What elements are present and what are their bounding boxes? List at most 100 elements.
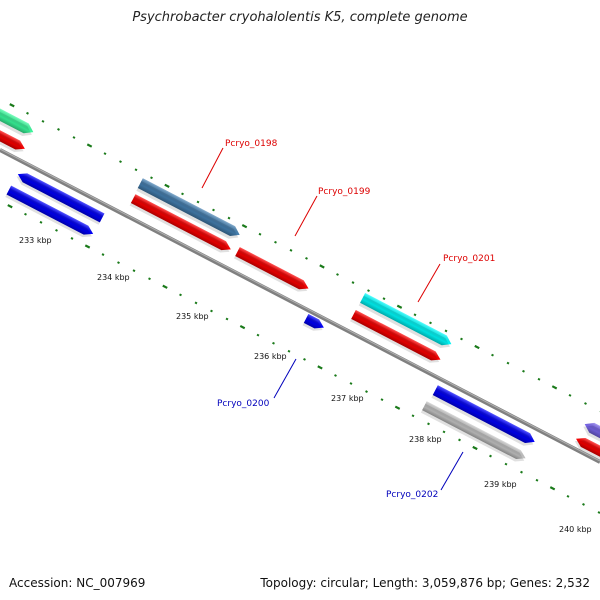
tick-mark — [551, 385, 558, 390]
tick-mark — [210, 309, 213, 313]
tick-mark — [413, 313, 417, 317]
genome-backbone — [0, 148, 600, 464]
gene-arrow-pcryo-0200[interactable] — [302, 313, 327, 335]
tick-label: 239 kbp — [484, 480, 517, 489]
tick-mark — [396, 304, 403, 309]
tick-label: 233 kbp — [19, 236, 52, 245]
tick-label: 236 kbp — [254, 352, 287, 361]
tick-label: 235 kbp — [176, 312, 209, 321]
tick-mark — [196, 200, 200, 204]
tick-mark — [225, 317, 229, 321]
tick-mark — [212, 208, 215, 212]
gene-label-pcryo-0200[interactable]: Pcryo_0200 — [217, 399, 270, 409]
tick-mark — [566, 494, 570, 498]
tick-mark — [522, 369, 525, 373]
tick-mark — [365, 390, 368, 393]
gene-arrow-pcryo-0201[interactable] — [358, 293, 454, 352]
feature-arrow[interactable] — [14, 170, 105, 225]
tick-mark — [117, 261, 120, 265]
tick-mark — [584, 402, 587, 405]
genome-backbone-highlight — [0, 148, 600, 462]
tick-mark — [41, 119, 45, 123]
feature-arrow[interactable] — [0, 105, 36, 140]
tick-mark — [491, 353, 494, 357]
tick-mark — [351, 281, 355, 284]
tick-mark — [535, 478, 539, 482]
tick-mark — [287, 349, 291, 353]
tick-mark — [568, 394, 572, 397]
feature-arrow[interactable] — [431, 385, 537, 449]
tick-mark — [241, 224, 248, 229]
tick-label: 240 kbp — [559, 525, 592, 534]
tick-mark — [72, 136, 76, 139]
tick-mark — [549, 486, 556, 491]
tick-mark — [460, 337, 463, 341]
feature-arrow[interactable] — [129, 194, 233, 256]
tick-mark — [150, 176, 153, 180]
tick-mark — [474, 344, 480, 350]
feature-arrow[interactable] — [5, 185, 95, 241]
tick-mark — [272, 341, 275, 345]
tick-mark — [319, 264, 325, 269]
tick-mark — [103, 152, 107, 155]
tick-mark — [227, 216, 231, 220]
tick-mark — [303, 357, 306, 361]
gene-arrow-pcryo-0199[interactable] — [233, 247, 311, 295]
tick-mark — [101, 253, 105, 256]
tick-mark — [239, 324, 246, 330]
gene-arrow-pcryo-0198[interactable] — [136, 178, 242, 242]
tick-mark — [7, 204, 13, 209]
map-title: Psychrobacter cryohalolentis K5, complet… — [132, 10, 468, 25]
tick-mark — [57, 128, 60, 131]
gene-label-pcryo-0202[interactable]: Pcryo_0202 — [386, 490, 438, 500]
gene-label-pcryo-0199[interactable]: Pcryo_0199 — [318, 187, 371, 197]
inner-tick-ring — [7, 204, 600, 514]
genome-summary-text: Topology: circular; Length: 3,059,876 bp… — [260, 576, 590, 590]
tick-mark — [520, 470, 523, 474]
tick-mark — [305, 256, 308, 260]
tick-mark — [70, 237, 74, 240]
tick-label: 234 kbp — [97, 273, 130, 282]
tick-mark — [55, 228, 58, 232]
feature-arrow[interactable] — [572, 434, 600, 463]
feature-arrow[interactable] — [349, 309, 443, 367]
tick-mark — [380, 398, 384, 402]
tick-mark — [39, 220, 43, 224]
tick-mark — [458, 438, 461, 442]
callout-lines — [201, 147, 464, 491]
tick-mark — [504, 462, 508, 466]
gene-label-pcryo-0198[interactable]: Pcryo_0198 — [225, 139, 278, 149]
tick-mark — [181, 192, 184, 196]
tick-mark — [472, 445, 478, 451]
tick-mark — [382, 297, 386, 301]
tick-mark — [132, 269, 136, 273]
tick-mark — [537, 377, 541, 381]
outer-tick-ring — [9, 103, 600, 413]
tick-mark — [489, 454, 492, 458]
tick-mark — [179, 293, 182, 297]
tick-mark — [444, 329, 448, 333]
tick-mark — [162, 284, 168, 289]
tick-mark — [194, 301, 198, 305]
feature-layer — [0, 105, 600, 465]
gene-label-pcryo-0201[interactable]: Pcryo_0201 — [443, 254, 495, 264]
tick-mark — [582, 503, 585, 506]
tick-mark — [394, 405, 401, 410]
tick-mark — [258, 232, 262, 236]
gene-arrow-pcryo-0202[interactable] — [420, 401, 528, 465]
tick-label: 237 kbp — [331, 394, 364, 403]
tick-label: 238 kbp — [409, 435, 442, 444]
tick-mark — [317, 365, 323, 370]
tick-mark — [134, 168, 138, 172]
tick-mark — [411, 414, 415, 418]
tick-mark — [256, 333, 260, 337]
tick-mark — [86, 143, 93, 148]
tick-mark — [274, 240, 277, 244]
feature-arrow[interactable] — [581, 419, 600, 446]
tick-mark — [334, 374, 337, 377]
tick-mark — [164, 183, 170, 188]
tick-mark — [24, 212, 27, 216]
feature-arrow[interactable] — [0, 126, 27, 156]
tick-mark — [442, 430, 446, 434]
